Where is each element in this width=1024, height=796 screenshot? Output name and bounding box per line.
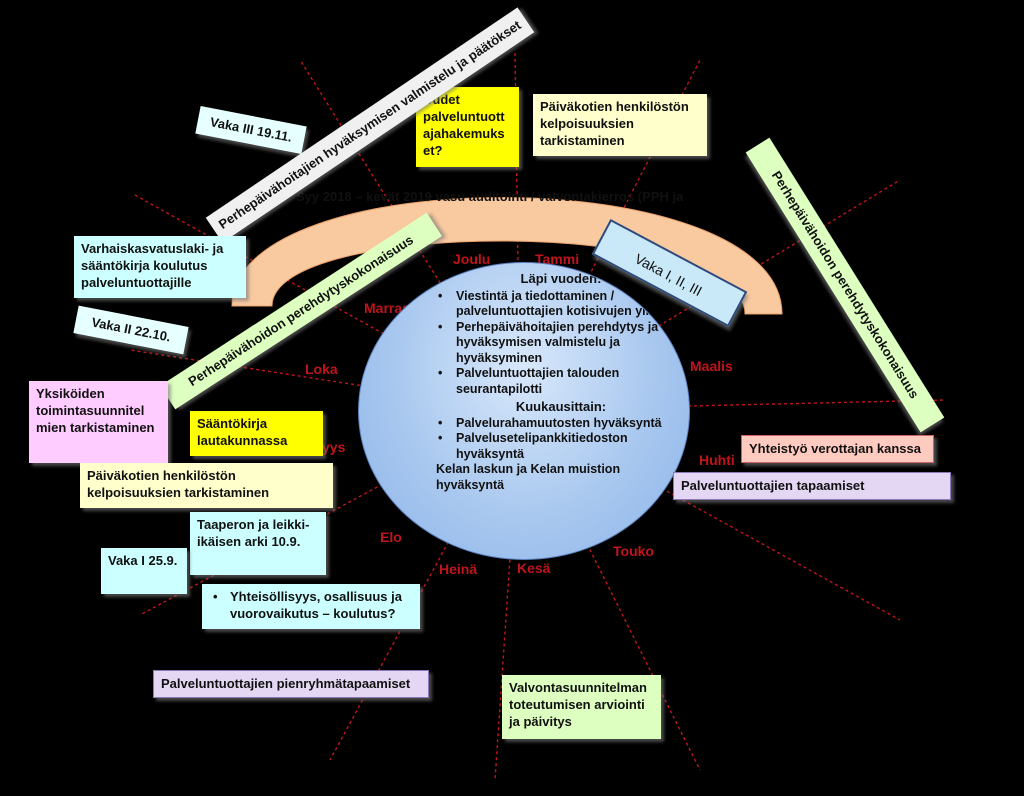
month-label-joulu: Joulu xyxy=(453,251,491,267)
kelpoisuus-top-box: Päiväkotien henkilöstön kelpoisuuksien t… xyxy=(533,94,707,156)
monthly-list: Palvelurahamuutosten hyväksyntä Palvelus… xyxy=(436,416,686,463)
month-label-huhti: Huhti xyxy=(699,452,735,468)
monthly-title: Kuukausittain: xyxy=(515,399,607,414)
monthly-item-text: Palvelurahamuutosten hyväksyntä xyxy=(456,415,662,430)
month-label-loka: Loka xyxy=(305,361,338,377)
kelpoisuus-left-box: Päiväkotien henkilöstön kelpoisuuksien t… xyxy=(80,463,333,508)
yearly-item: Palveluntuottajien talouden seurantapilo… xyxy=(438,366,686,397)
monthly-extra: Kelan laskun ja Kelan muistion hyväksynt… xyxy=(436,462,621,492)
valvontasuunnitelma-box: Valvontasuunnitelman toteutumisen arvioi… xyxy=(502,675,661,739)
yhteisollisyys-text: Yhteisöllisyys, osallisuus ja vuorovaiku… xyxy=(230,589,402,621)
yhteistyo-verottaja-box: Yhteistyö verottajan kanssa xyxy=(741,435,934,463)
month-label-elo: Elo xyxy=(380,529,402,545)
divider-line xyxy=(519,399,946,411)
month-label-maalis: Maalis xyxy=(690,358,733,374)
month-label-syys: yys xyxy=(322,439,346,455)
taapero-koulutus-box: Taaperon ja leikki-ikäisen arki 10.9. xyxy=(190,512,326,575)
vaka1-box: Vaka I 25.9. xyxy=(101,548,187,594)
center-ellipse: Läpi vuoden: Viestintä ja tiedottaminen … xyxy=(358,262,690,560)
yhteisollisyys-koulutus-box: • Yhteisöllisyys, osallisuus ja vuorovai… xyxy=(202,584,420,629)
bullet: • xyxy=(213,589,218,604)
monthly-item: Palvelusetelipankkitiedoston hyväksyntä xyxy=(438,431,686,462)
yearly-item-text: Palveluntuottajien talouden seurantapilo… xyxy=(456,366,620,396)
pienryhmatapaamiset-box: Palveluntuottajien pienryhmätapaamiset xyxy=(153,670,429,698)
month-label-heina: Heinä xyxy=(439,561,478,577)
monthly-item-text: Palvelusetelipankkitiedoston hyväksyntä xyxy=(456,431,628,461)
yksikot-toimintasuunnitelmat-box: Yksiköiden toimintasuunnitel mien tarkis… xyxy=(29,381,168,463)
center-title: Läpi vuoden: xyxy=(520,271,602,286)
arch-title: Syy 2018 – kevät 2019 vasu auditointi / … xyxy=(296,189,684,204)
month-label-touko: Touko xyxy=(613,543,654,559)
yearly-item: Viestintä ja tiedottaminen / palveluntuo… xyxy=(438,288,686,320)
monthly-item: Palvelurahamuutosten hyväksyntä xyxy=(438,415,686,432)
palveluntuottajien-tapaamiset-box: Palveluntuottajien tapaamiset xyxy=(673,472,951,500)
varhaiskasvatuslaki-box: Varhaiskasvatuslaki- ja sääntökirja koul… xyxy=(74,236,246,298)
month-label-kesa: Kesä xyxy=(517,560,551,576)
yearly-item-text: Perhepäivähoitajien perehdytys ja hyväks… xyxy=(456,319,659,365)
center-text: Läpi vuoden: Viestintä ja tiedottaminen … xyxy=(436,271,686,493)
yearly-item-text: Viestintä ja tiedottaminen / palveluntuo… xyxy=(456,288,679,319)
yearly-item: Perhepäivähoitajien perehdytys ja hyväks… xyxy=(438,319,686,367)
saantokirja-box: Sääntökirja lautakunnassa xyxy=(190,411,323,456)
yearly-list: Viestintä ja tiedottaminen / palveluntuo… xyxy=(436,289,686,398)
